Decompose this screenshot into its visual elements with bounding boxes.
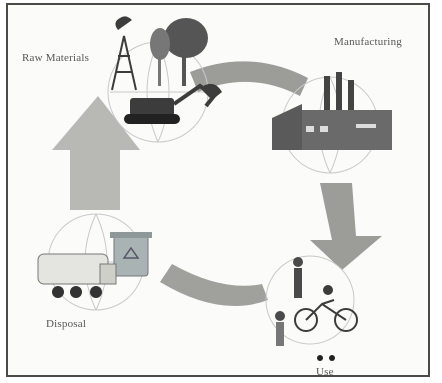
use-illustration xyxy=(265,255,358,361)
use-globe xyxy=(265,255,355,345)
factory-icon xyxy=(272,72,392,150)
arrow-manufacturing-to-use xyxy=(310,183,382,270)
label-disposal: Disposal xyxy=(46,318,87,330)
garbage-truck-icon xyxy=(37,253,117,298)
bicycle-icon xyxy=(294,299,358,332)
arrow-use-to-disposal xyxy=(160,264,268,306)
arrow-raw-to-manufacturing xyxy=(190,61,308,96)
people-icon xyxy=(275,257,303,346)
label-manufacturing: Manufacturing xyxy=(334,36,402,48)
manufacturing-illustration xyxy=(272,72,392,174)
bulldozer-icon xyxy=(124,83,222,124)
recycle-bin-icon xyxy=(110,232,152,277)
arrow-disposal-to-raw xyxy=(52,96,140,210)
disposal-illustration xyxy=(37,213,152,311)
oil-derrick-icon xyxy=(111,35,137,91)
smoke-icon xyxy=(115,16,132,30)
trees-icon xyxy=(150,18,208,86)
stroller-icon xyxy=(317,355,323,361)
raw-materials-illustration xyxy=(107,16,222,143)
label-use: Use xyxy=(316,366,334,378)
label-raw-materials: Raw Materials xyxy=(22,52,90,64)
